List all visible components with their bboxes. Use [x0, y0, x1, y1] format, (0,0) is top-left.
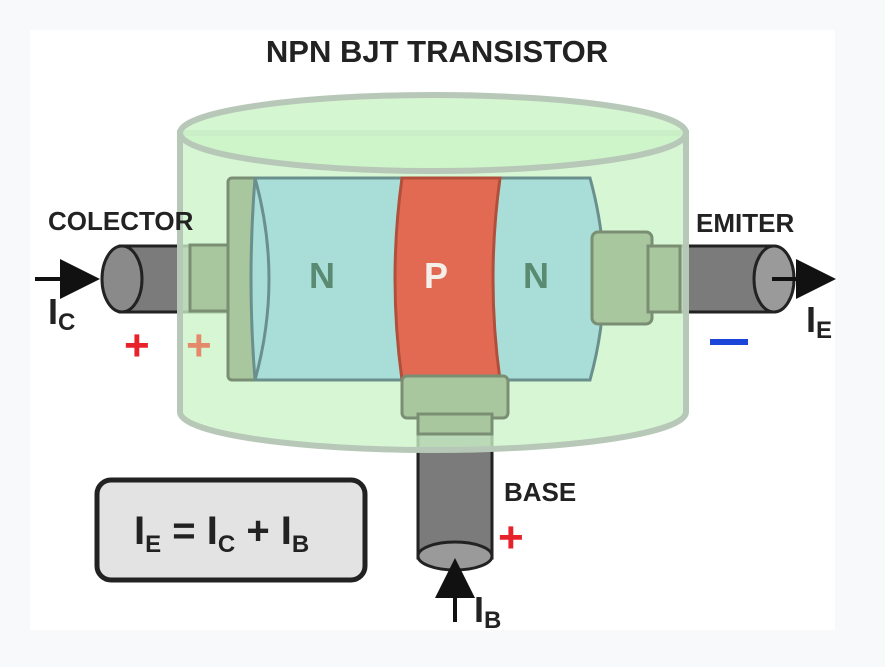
n-region-collector — [249, 176, 412, 382]
collector-label: COLECTOR — [48, 206, 194, 236]
p-base-label: P — [424, 255, 448, 296]
collector-plus-sign: + — [124, 321, 150, 370]
n-emitter-label: N — [523, 255, 549, 296]
emitter-current-label: IE — [806, 299, 832, 344]
base-plus-sign: + — [498, 513, 524, 562]
emitter-contact — [590, 230, 682, 326]
base-current-label: IB — [474, 589, 501, 634]
n-collector-label: N — [309, 255, 335, 296]
junction-plus-sign: + — [186, 321, 212, 370]
diagram-title: NPN BJT TRANSISTOR — [266, 34, 608, 69]
emitter-minus-sign — [710, 339, 748, 345]
base-label: BASE — [504, 477, 576, 507]
current-equation: IE = IC + IB — [134, 509, 309, 558]
collector-current-label: IC — [48, 291, 75, 336]
emitter-label: EMITER — [696, 208, 794, 238]
current-equation-box: IE = IC + IB — [94, 477, 368, 583]
base-contact — [400, 374, 510, 436]
